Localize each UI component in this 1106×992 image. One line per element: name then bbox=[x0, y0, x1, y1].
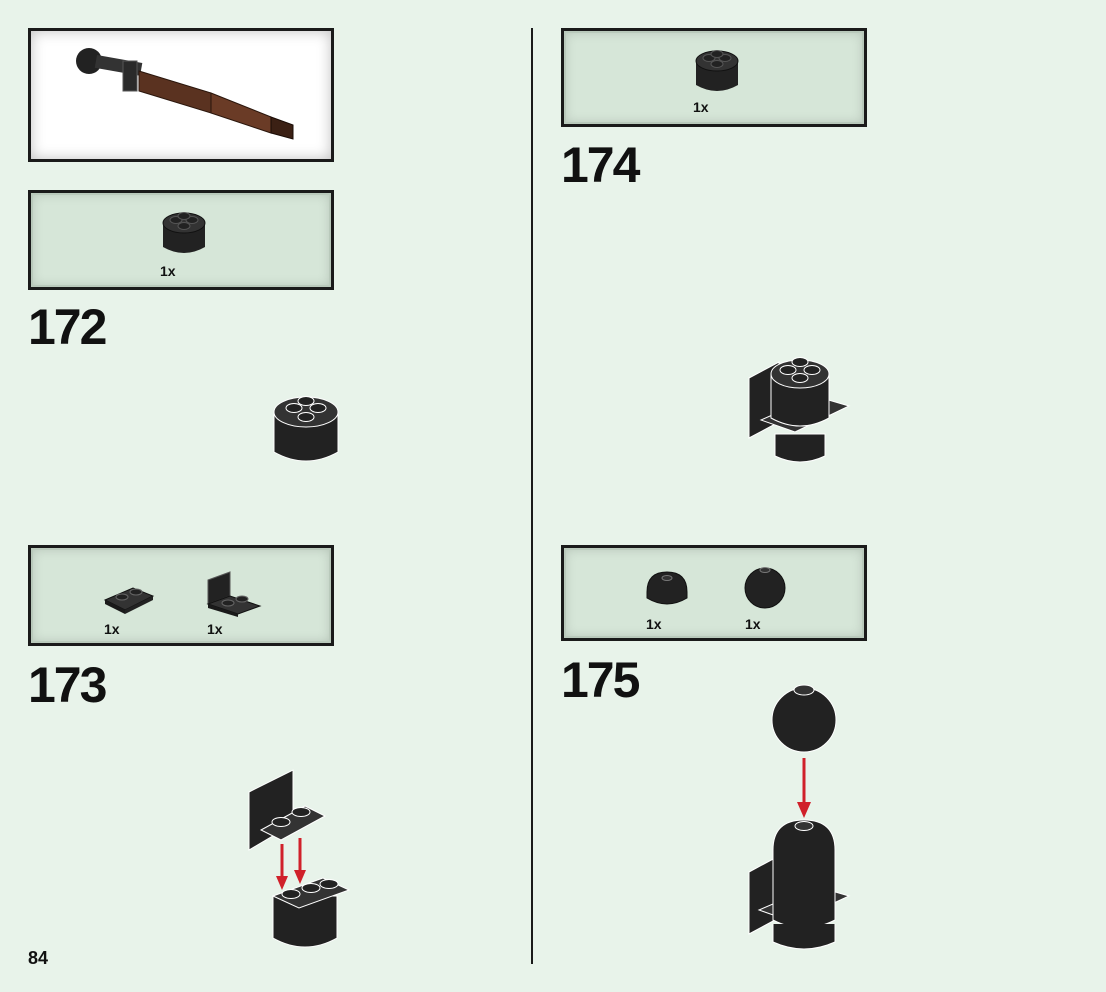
page-number: 84 bbox=[28, 948, 49, 968]
step-number: 173 bbox=[28, 657, 107, 713]
part-quantity: 1x bbox=[104, 621, 120, 637]
part-quantity: 1x bbox=[646, 616, 662, 632]
parts-callout-172: 1x bbox=[28, 190, 334, 290]
parts-callout-174: 1x bbox=[561, 28, 867, 127]
round-brick-2x2-icon bbox=[162, 212, 206, 253]
dome-icon bbox=[646, 571, 688, 605]
step-172-assembly-icon bbox=[273, 396, 339, 462]
part-quantity: 1x bbox=[745, 616, 761, 632]
parts-callout-173: 1x 1x bbox=[28, 545, 334, 646]
bracket-icon bbox=[206, 571, 262, 617]
sphere-icon bbox=[744, 567, 786, 609]
step-number: 175 bbox=[561, 652, 640, 708]
step-173-assembly-icon bbox=[248, 769, 351, 948]
subassembly-preview bbox=[28, 28, 334, 162]
handle-assembly-icon bbox=[76, 48, 294, 140]
parts-callout-175: 1x 1x bbox=[561, 545, 867, 641]
part-quantity: 1x bbox=[207, 621, 223, 637]
step-174-assembly-icon bbox=[748, 357, 851, 463]
column-divider bbox=[531, 28, 533, 964]
step-175-assembly-icon bbox=[748, 684, 851, 950]
step-number: 174 bbox=[561, 137, 640, 193]
step-number: 172 bbox=[28, 299, 107, 355]
plate-1x2-icon bbox=[103, 587, 155, 614]
part-quantity: 1x bbox=[160, 263, 176, 279]
part-quantity: 1x bbox=[693, 99, 709, 115]
round-brick-2x2-icon bbox=[695, 50, 739, 91]
